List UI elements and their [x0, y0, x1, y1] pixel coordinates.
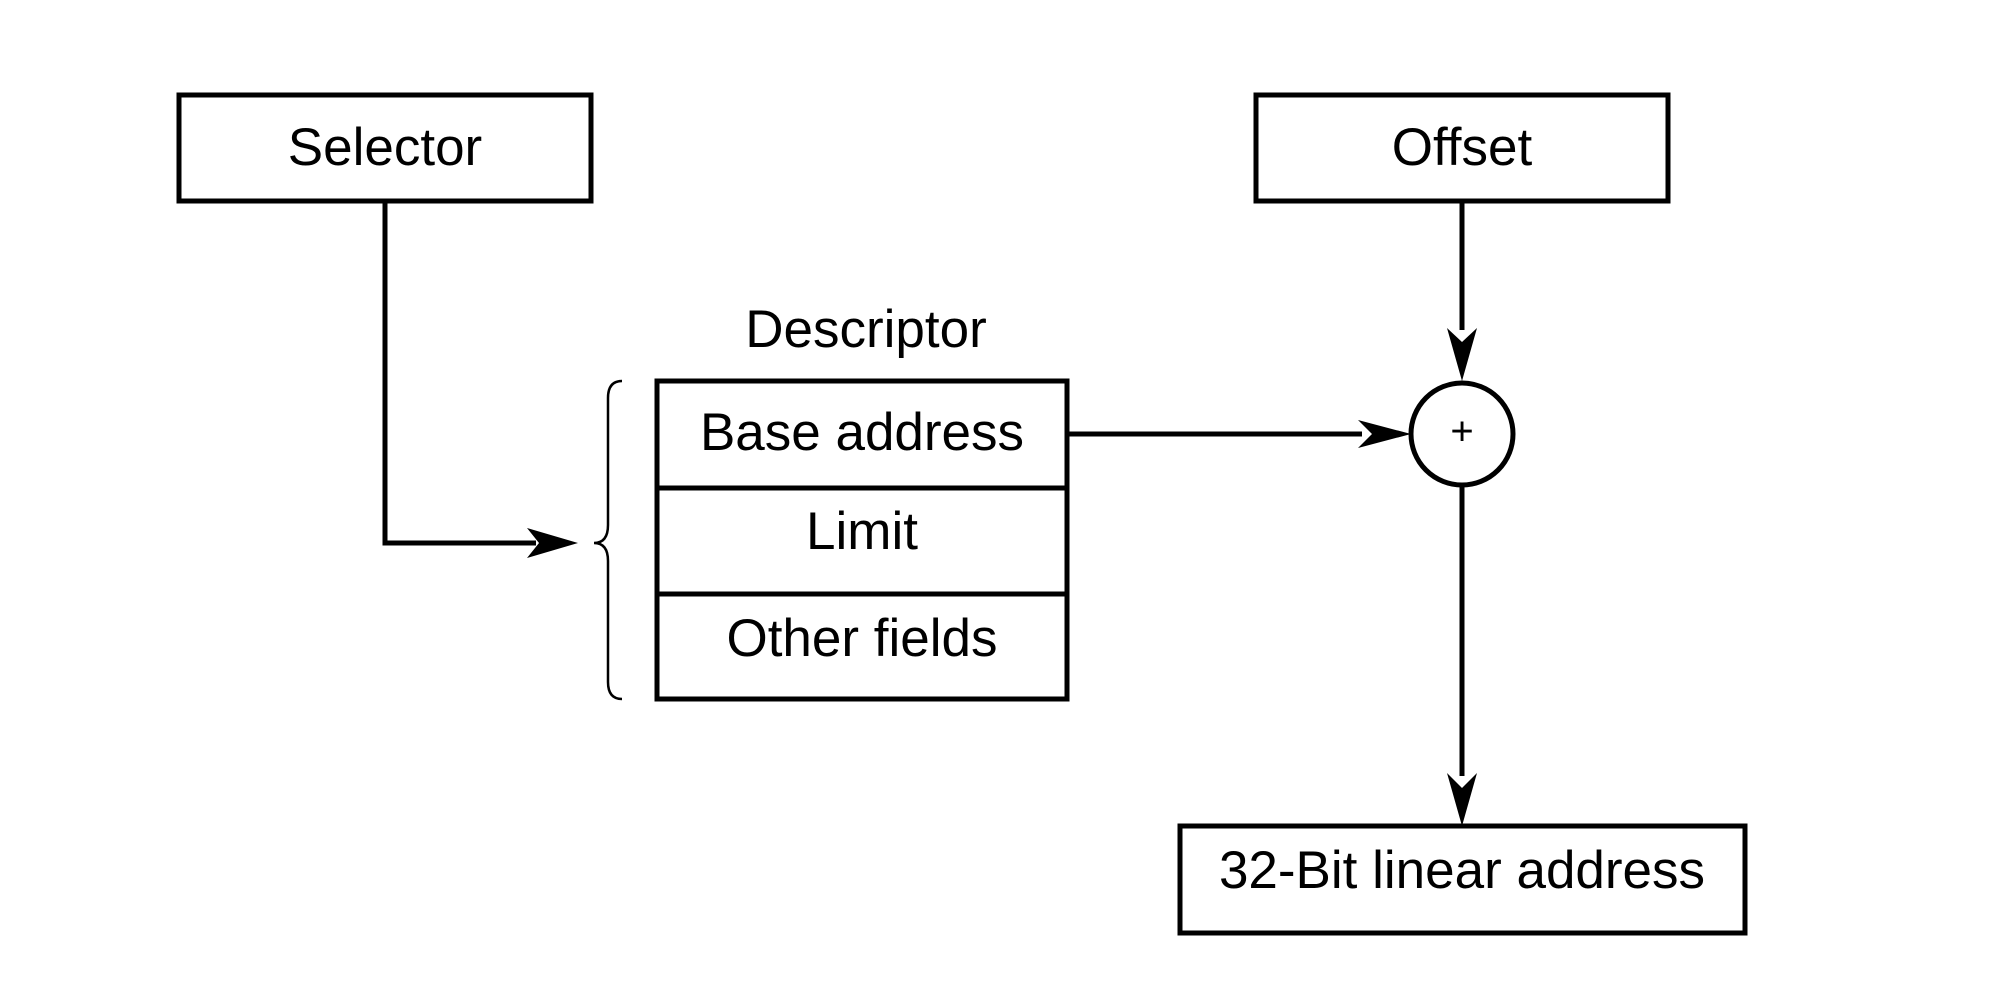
linear-address-label: 32-Bit linear address: [1219, 841, 1705, 900]
descriptor-title: Descriptor: [745, 300, 987, 359]
descriptor-field-other-fields: Other fields: [654, 591, 1070, 702]
descriptor-field-label: Limit: [806, 502, 918, 561]
offset-label: Offset: [1392, 118, 1533, 177]
descriptor-brace: [593, 379, 623, 701]
selector-label: Selector: [288, 118, 482, 177]
selector-box: Selector: [176, 92, 594, 204]
linear-address-box: 32-Bit linear address: [1177, 823, 1748, 936]
arrowhead-icon: [1358, 420, 1411, 448]
arrowhead-icon: [527, 528, 578, 558]
arrowhead-icon: [1447, 773, 1477, 826]
arrowhead-icon: [1447, 328, 1477, 381]
descriptor-table: Base address Limit Other fields: [654, 378, 1070, 702]
offset-box: Offset: [1253, 92, 1671, 204]
descriptor-field-label: Other fields: [726, 609, 997, 668]
descriptor-field-base-address: Base address: [654, 378, 1070, 491]
selector-to-descriptor-arrow: [382, 201, 536, 546]
adder-node: +: [1408, 380, 1516, 488]
descriptor-field-limit: Limit: [654, 485, 1070, 597]
plus-icon: +: [1450, 410, 1473, 454]
descriptor-field-label: Base address: [700, 403, 1024, 462]
